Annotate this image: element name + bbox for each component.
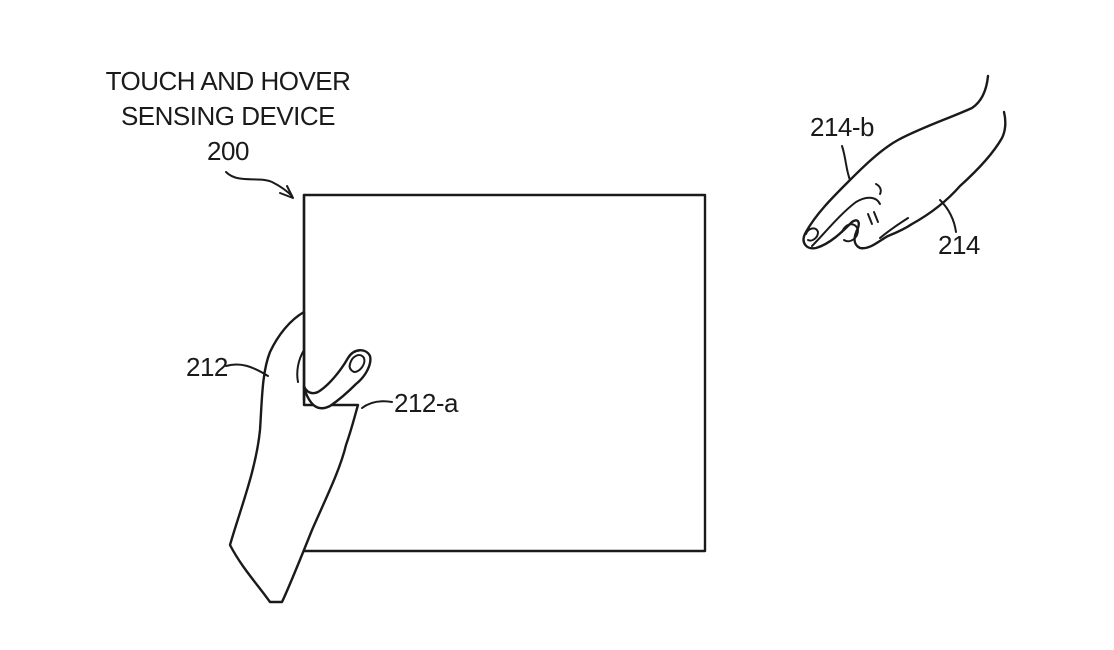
hand-touch-finger-leader	[361, 400, 393, 409]
hand-hover-finger-label: 214-b	[810, 112, 874, 142]
hover-hand-outline	[802, 74, 1007, 250]
device-title-line1: TOUCH AND HOVER	[106, 66, 351, 96]
device-title-line2: SENSING DEVICE	[121, 101, 335, 131]
hover-knuckle-3	[875, 183, 882, 195]
touch-hand-outline	[228, 310, 360, 604]
touch-thumb	[302, 349, 372, 410]
device-ref-number: 200	[207, 136, 249, 166]
hand-touch-finger-label: 212-a	[394, 388, 459, 418]
touch-finger-crease	[296, 349, 305, 383]
hover-ring-finger	[879, 217, 909, 239]
hand-touch-leader	[225, 363, 269, 377]
hand-hover-leader	[939, 199, 957, 233]
touch-hand-212	[228, 193, 372, 604]
hand-hover-finger-leader	[841, 145, 851, 181]
hover-knuckle-2	[873, 211, 879, 223]
hover-hand-214	[802, 74, 1007, 250]
hand-touch-label: 212	[186, 352, 228, 382]
touch-thumbnail	[348, 354, 366, 373]
hover-knuckle-1	[867, 213, 873, 225]
hover-fingernail	[805, 227, 819, 242]
hand-hover-label: 214	[938, 230, 980, 260]
hover-index-finger-line	[811, 196, 881, 247]
hover-middle-fingernail	[841, 223, 859, 243]
device-arrowhead	[279, 185, 294, 199]
device-leader-arrow	[225, 171, 293, 197]
